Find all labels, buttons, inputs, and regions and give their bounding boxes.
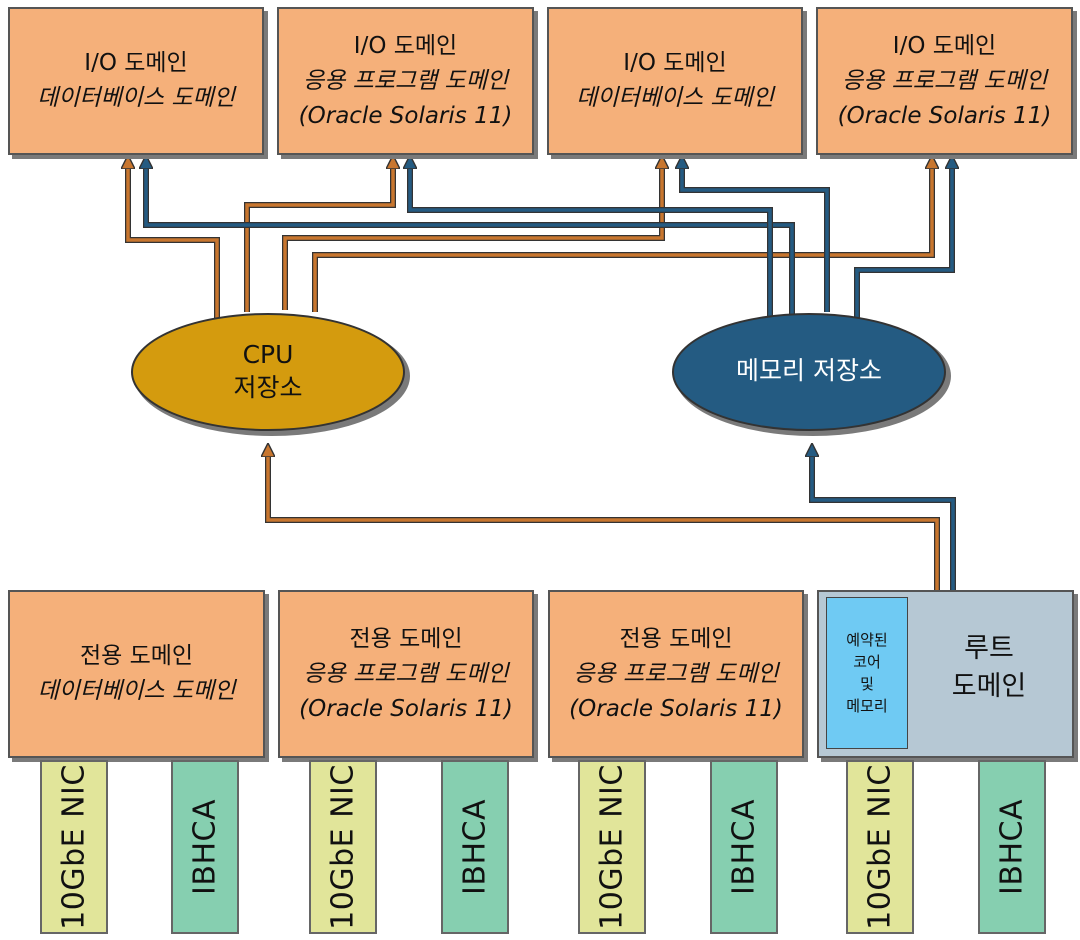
memory-allocation-line-3	[682, 162, 830, 312]
memory-repository: 메모리 저장소	[709, 354, 909, 387]
io-domain-os: (Oracle Solaris 11)	[837, 102, 1052, 129]
hca-card-1: IBHCA	[171, 760, 239, 934]
dedicated-domain-box-3: 전용 도메인 응용 프로그램 도메인 (Oracle Solaris 11)	[548, 590, 804, 758]
reserved-label-2: 코어	[853, 653, 881, 671]
io-domain-subtitle: 응용 프로그램 도메인	[302, 67, 509, 94]
nic-card-3: 10GbE NIC	[578, 760, 646, 934]
dedicated-domain-os: (Oracle Solaris 11)	[299, 695, 513, 722]
io-domain-subtitle: 데이터베이스 도메인	[37, 85, 235, 111]
dedicated-domain-subtitle: 응용 프로그램 도메인	[573, 660, 779, 687]
hca-card-label: IBHCA	[187, 799, 223, 895]
reserved-label-3: 및	[860, 675, 874, 693]
nic-card-label: 10GbE NIC	[56, 764, 92, 930]
dedicated-domain-subtitle: 응용 프로그램 도메인	[303, 660, 509, 687]
dedicated-domain-title: 전용 도메인	[79, 643, 194, 669]
io-domain-title: I/O 도메인	[353, 32, 458, 59]
cpu-allocation-line-3	[282, 162, 662, 310]
cpu-from-root-line	[268, 450, 940, 590]
hca-card-2: IBHCA	[441, 760, 509, 934]
dedicated-domain-box-2: 전용 도메인 응용 프로그램 도메인 (Oracle Solaris 11)	[278, 590, 534, 758]
io-domain-subtitle: 응용 프로그램 도메인	[841, 67, 1048, 94]
io-domain-subtitle: 데이터베이스 도메인	[576, 85, 774, 111]
dedicated-domain-title: 전용 도메인	[349, 625, 463, 652]
root-domain-box: 예약된 코어 및 메모리 루트 도메인	[817, 590, 1074, 758]
memory-allocation-line-4	[854, 162, 952, 318]
io-domain-box-1: I/O 도메인 데이터베이스 도메인	[8, 7, 264, 155]
hca-card-label: IBHCA	[457, 799, 493, 895]
nic-card-1: 10GbE NIC	[40, 760, 108, 934]
io-domain-box-3: I/O 도메인 데이터베이스 도메인	[547, 7, 803, 155]
cpu-allocation-line-4	[312, 162, 932, 312]
nic-card-2: 10GbE NIC	[309, 760, 377, 934]
root-domain-label: 루트 도메인	[919, 630, 1059, 706]
reserved-label-4: 메모리	[846, 697, 888, 715]
memory-repository-label: 메모리 저장소	[736, 356, 882, 385]
nic-card-label: 10GbE NIC	[594, 764, 630, 930]
memory-allocation-line-2	[410, 162, 773, 325]
io-domain-box-4: I/O 도메인 응용 프로그램 도메인 (Oracle Solaris 11)	[816, 7, 1073, 155]
hca-card-4: IBHCA	[978, 760, 1046, 934]
io-domain-title: I/O 도메인	[892, 32, 997, 59]
cpu-repository-label-1: CPU	[242, 340, 294, 369]
hca-card-label: IBHCA	[994, 799, 1030, 895]
cpu-allocation-line-2	[244, 162, 393, 312]
dedicated-domain-title: 전용 도메인	[619, 625, 733, 652]
cpu-repository-label-2: 저장소	[233, 373, 303, 402]
nic-card-4: 10GbE NIC	[846, 760, 914, 934]
dedicated-domain-os: (Oracle Solaris 11)	[569, 695, 783, 722]
cpu-repository: CPU 저장소	[168, 338, 368, 404]
memory-allocation-line-1	[146, 162, 795, 318]
cpu-allocation-line-1	[128, 162, 220, 318]
hca-card-label: IBHCA	[726, 799, 762, 895]
reserved-cores-memory: 예약된 코어 및 메모리	[826, 597, 908, 749]
nic-card-label: 10GbE NIC	[325, 764, 361, 930]
hca-card-3: IBHCA	[710, 760, 778, 934]
io-domain-box-2: I/O 도메인 응용 프로그램 도메인 (Oracle Solaris 11)	[277, 7, 534, 155]
io-domain-title: I/O 도메인	[84, 50, 188, 76]
io-domain-os: (Oracle Solaris 11)	[298, 102, 513, 129]
memory-from-root-line	[812, 450, 956, 590]
root-domain-label-2: 도메인	[951, 671, 1027, 702]
dedicated-domain-subtitle: 데이터베이스 도메인	[37, 678, 236, 704]
io-domain-title: I/O 도메인	[623, 50, 727, 76]
dedicated-domain-box-1: 전용 도메인 데이터베이스 도메인	[8, 590, 265, 758]
root-domain-label-1: 루트	[964, 633, 1014, 664]
reserved-label-1: 예약된	[846, 631, 888, 649]
nic-card-label: 10GbE NIC	[862, 764, 898, 930]
